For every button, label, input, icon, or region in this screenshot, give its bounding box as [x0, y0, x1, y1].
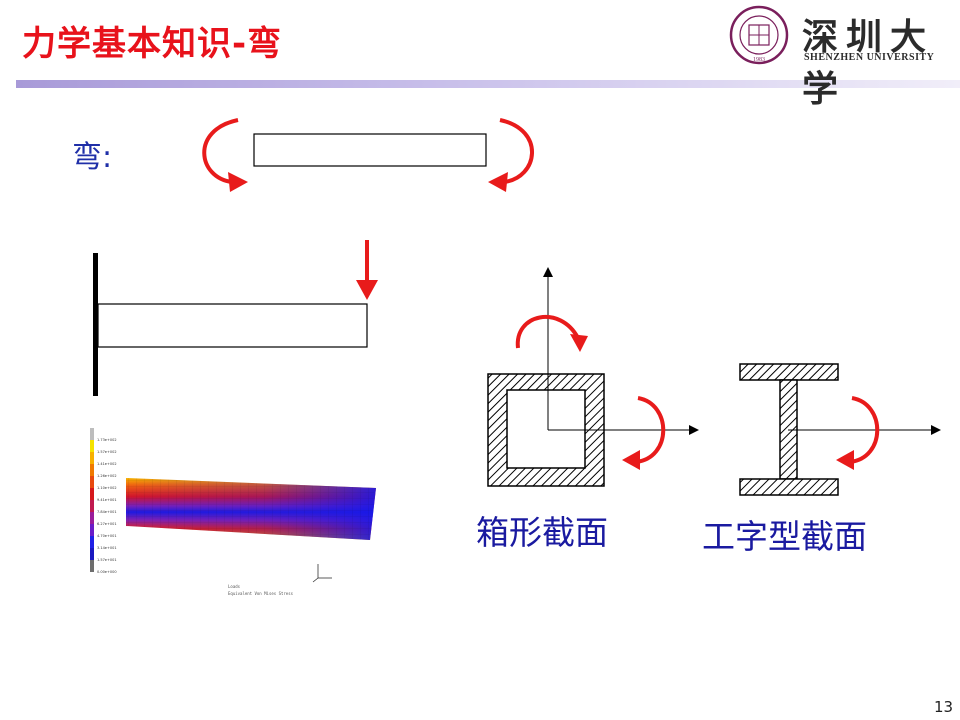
fea-caption-stress: Equivalent Von Mises Stress	[228, 591, 294, 596]
fea-legend-value: 1.10e+002	[97, 486, 117, 490]
box-section-axes	[543, 267, 699, 435]
slide-title: 力学基本知识-弯	[22, 24, 283, 64]
right-moment-arrow	[488, 118, 534, 192]
page-number: 13	[934, 698, 954, 716]
fea-legend-value: 1.41e+002	[97, 462, 117, 466]
fea-legend-labels: 1.73e+002 1.57e+002 1.41e+002 1.26e+002 1.10…	[97, 438, 117, 574]
box-moment-arrow-vertical	[515, 315, 588, 352]
left-moment-arrow	[202, 118, 248, 192]
i-moment-arrow	[836, 396, 880, 470]
fea-legend-value: 0.00e+000	[97, 570, 117, 574]
university-name-chinese: 深圳大学	[802, 16, 935, 110]
cantilever-wall	[93, 253, 98, 396]
fea-legend-value: 1.73e+002	[97, 438, 117, 442]
box-section-label: 箱形截面	[476, 513, 608, 552]
i-section-label: 工字型截面	[702, 517, 867, 556]
point-load-arrow	[356, 240, 378, 300]
top-beam	[253, 133, 487, 167]
fea-legend-value: 7.84e+001	[97, 510, 117, 514]
box-moment-arrow-horizontal	[622, 396, 666, 470]
cantilever-beam	[97, 303, 368, 348]
fea-legend-value: 6.27e+001	[97, 522, 117, 526]
svg-text:1983: 1983	[753, 57, 765, 63]
fea-caption-loads: Loads	[228, 584, 241, 589]
university-seal: 1983	[729, 5, 789, 65]
fea-legend-value: 9.41e+001	[97, 498, 117, 502]
fea-stress-legend	[90, 428, 94, 572]
fea-deformed-beam	[126, 478, 376, 540]
bending-label: 弯:	[72, 140, 113, 175]
fea-legend-value: 1.57e+002	[97, 450, 117, 454]
header-divider	[16, 80, 960, 88]
university-name-english: SHENZHEN UNIVERSITY	[804, 52, 935, 63]
fea-legend-value: 3.14e+001	[97, 546, 117, 550]
i-section	[739, 363, 839, 496]
fea-legend-value: 1.57e+001	[97, 558, 117, 562]
fea-legend-value: 1.26e+002	[97, 474, 117, 478]
fea-triad	[312, 564, 332, 583]
fea-legend-value: 4.70e+001	[97, 534, 117, 538]
